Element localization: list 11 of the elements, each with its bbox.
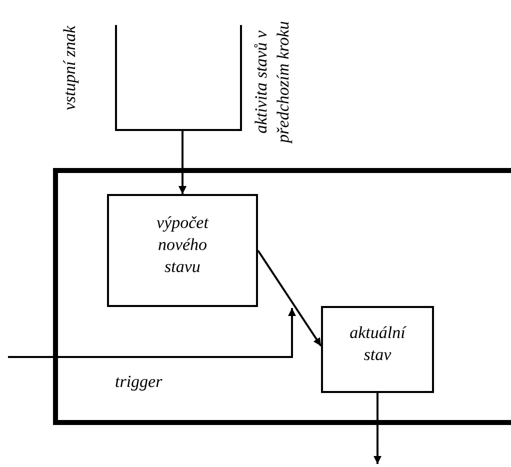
input-label: aktivita stavů v předchozím kroku xyxy=(250,20,316,144)
process-box xyxy=(107,194,258,307)
process-box xyxy=(321,306,434,393)
input-label: vstupní znak xyxy=(59,0,81,138)
arrow xyxy=(257,250,322,347)
arrow xyxy=(374,393,382,464)
system-frame xyxy=(53,168,511,425)
arrow xyxy=(178,25,242,194)
box-label: výpočet nového stavu xyxy=(156,212,210,278)
arrow xyxy=(8,308,296,358)
box-label: aktuální stav xyxy=(348,322,408,366)
